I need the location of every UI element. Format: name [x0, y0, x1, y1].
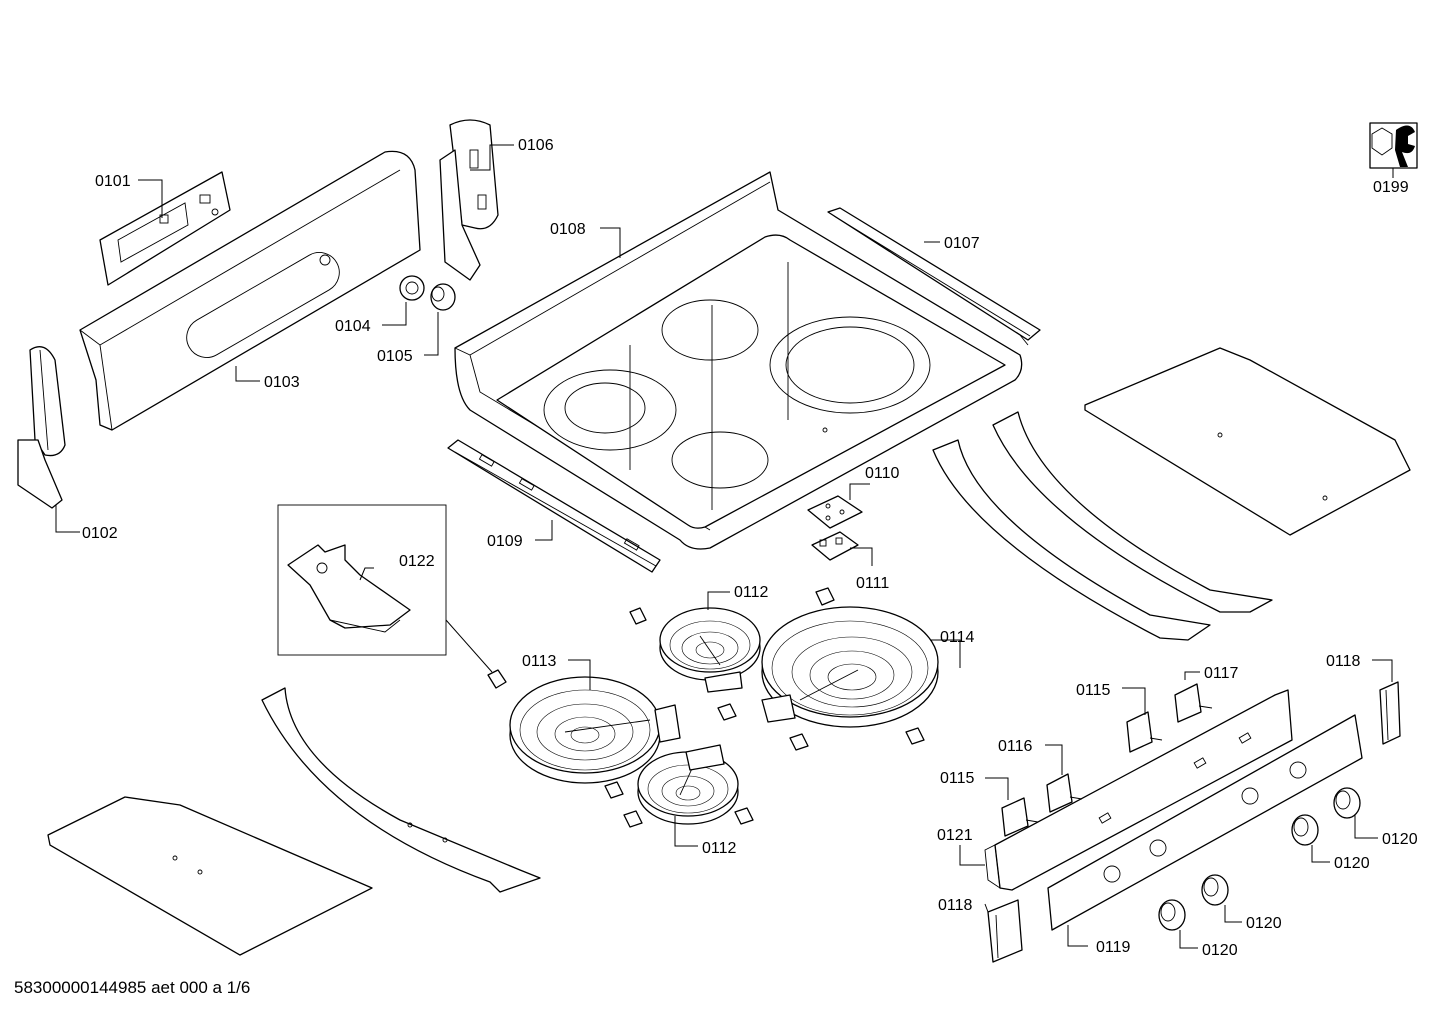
leader-lines: [55, 144, 1394, 949]
callout-0118-upper[interactable]: 0118: [1326, 653, 1361, 670]
callout-0112-upper[interactable]: 0112: [734, 584, 769, 601]
callout-0121[interactable]: 0121: [937, 827, 973, 844]
callout-0101[interactable]: 0101: [95, 173, 131, 190]
switch-0117[interactable]: [1174, 683, 1213, 723]
end-cap-0118-upper[interactable]: [1379, 681, 1401, 745]
callout-0113[interactable]: 0113: [522, 653, 557, 670]
switch-0116[interactable]: [1046, 773, 1083, 813]
detail-box-0122: [277, 504, 493, 673]
callout-0120-b[interactable]: 0120: [1334, 855, 1370, 872]
callout-0112-lower[interactable]: 0112: [702, 840, 737, 857]
bottom-tray-right[interactable]: [1084, 347, 1411, 536]
callout-0122[interactable]: 0122: [399, 553, 435, 570]
side-bracket-right-a[interactable]: [932, 439, 1211, 641]
end-cap-right-0106[interactable]: [439, 119, 499, 281]
burner-clips[interactable]: [604, 587, 925, 828]
insulation-pad-0110[interactable]: [807, 495, 863, 529]
callout-0115-lower[interactable]: 0115: [940, 770, 975, 787]
rear-rail-0107[interactable]: [827, 207, 1041, 346]
side-bracket-right-b[interactable]: [992, 411, 1273, 613]
switch-0115-upper[interactable]: [1126, 711, 1163, 753]
control-panel-front-0119[interactable]: [1047, 714, 1363, 931]
callout-0117[interactable]: 0117: [1204, 665, 1239, 682]
front-rail-0109[interactable]: [447, 439, 661, 573]
control-bracket-0121[interactable]: [984, 689, 1293, 891]
end-cap-0118-lower[interactable]: [987, 899, 1023, 963]
switch-0115-lower[interactable]: [1001, 797, 1039, 837]
callout-0116[interactable]: 0116: [998, 738, 1033, 755]
control-knob-0120-b[interactable]: [1291, 814, 1319, 846]
callout-0114[interactable]: 0114: [940, 629, 975, 646]
knob-cap-0105[interactable]: [430, 283, 456, 311]
heating-element-0114[interactable]: [761, 606, 939, 728]
control-knob-0120-a[interactable]: [1333, 787, 1361, 819]
spring-clip-0122[interactable]: [487, 669, 507, 689]
callout-0118-lower[interactable]: 0118: [938, 897, 973, 914]
control-panel-0103[interactable]: [79, 150, 421, 431]
end-cap-left-0102[interactable]: [17, 346, 66, 509]
callout-0105[interactable]: 0105: [377, 348, 413, 365]
control-knob-0120-c[interactable]: [1201, 874, 1229, 906]
callout-0109[interactable]: 0109: [487, 533, 523, 550]
callout-0104[interactable]: 0104: [335, 318, 371, 335]
terminal-block-0111[interactable]: [811, 531, 859, 561]
control-knob-0120-d[interactable]: [1158, 899, 1186, 931]
callout-0102[interactable]: 0102: [82, 525, 118, 542]
callout-0107[interactable]: 0107: [944, 235, 980, 252]
callout-0111[interactable]: 0111: [856, 575, 889, 592]
callout-labels: 0101 0102 0103 0104 0105 0106 0107 0108 …: [82, 137, 1418, 959]
heating-element-0112-front[interactable]: [637, 744, 739, 825]
wrench-hex-icon[interactable]: [1369, 122, 1418, 169]
callout-0120-a[interactable]: 0120: [1382, 831, 1418, 848]
glass-cooktop-0108[interactable]: [454, 171, 1023, 550]
knob-ring-0104[interactable]: [399, 275, 425, 301]
callout-0108[interactable]: 0108: [550, 221, 586, 238]
heating-element-0113[interactable]: [509, 676, 681, 784]
callout-0115-upper[interactable]: 0115: [1076, 682, 1111, 699]
callout-0110[interactable]: 0110: [865, 465, 900, 482]
control-board-0101[interactable]: [99, 171, 231, 286]
callout-0120-c[interactable]: 0120: [1246, 915, 1282, 932]
heating-element-0112-rear-left[interactable]: [659, 607, 761, 693]
callout-0106[interactable]: 0106: [518, 137, 554, 154]
bottom-tray-left[interactable]: [47, 796, 373, 956]
callout-0103[interactable]: 0103: [264, 374, 300, 391]
document-id: 58300000144985 aet 000 a 1/6: [14, 978, 251, 997]
side-bracket-left-front[interactable]: [261, 687, 541, 893]
callout-0120-d[interactable]: 0120: [1202, 942, 1238, 959]
callout-0119[interactable]: 0119: [1096, 939, 1131, 956]
callout-0199[interactable]: 0199: [1373, 179, 1409, 196]
